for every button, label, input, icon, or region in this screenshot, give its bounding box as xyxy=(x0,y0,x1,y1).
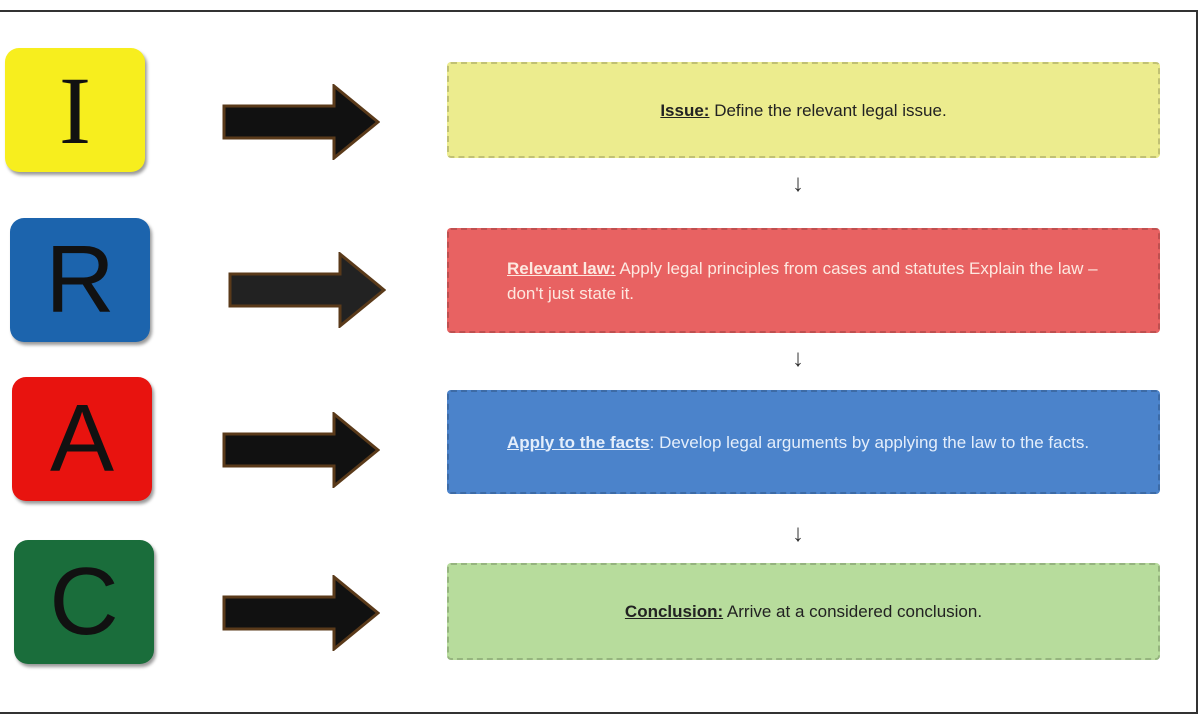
relevant-law-label: Relevant law: xyxy=(507,258,616,278)
issue-box: Issue: Define the relevant legal issue. xyxy=(447,62,1160,158)
right-arrow-icon xyxy=(222,84,380,160)
issue-text: Define the relevant legal issue. xyxy=(709,100,947,120)
relevant-law-box: Relevant law: Apply legal principles fro… xyxy=(447,228,1160,333)
letter-a-box: A xyxy=(12,377,152,501)
apply-facts-text: : Develop legal arguments by applying th… xyxy=(649,432,1090,452)
apply-facts-label: Apply to the facts xyxy=(507,432,650,452)
letter-i-box: I xyxy=(5,48,145,172)
letter-c-box: C xyxy=(14,540,154,664)
issue-label: Issue: xyxy=(660,100,710,120)
relevant-law-text: Apply legal principles from cases and st… xyxy=(507,258,1098,303)
down-arrow-icon: ↓ xyxy=(792,170,804,197)
conclusion-text: Arrive at a considered conclusion. xyxy=(723,602,983,621)
letter-r-box: R xyxy=(10,218,150,342)
down-arrow-icon: ↓ xyxy=(792,520,804,547)
down-arrow-icon: ↓ xyxy=(792,345,804,372)
right-arrow-icon xyxy=(228,252,386,328)
right-arrow-icon xyxy=(222,412,380,488)
apply-facts-box: Apply to the facts: Develop legal argume… xyxy=(447,390,1160,494)
conclusion-box: Conclusion: Arrive at a considered concl… xyxy=(447,563,1160,660)
diagram-frame xyxy=(0,10,1198,714)
conclusion-label: Conclusion: xyxy=(624,602,724,621)
right-arrow-icon xyxy=(222,575,380,651)
